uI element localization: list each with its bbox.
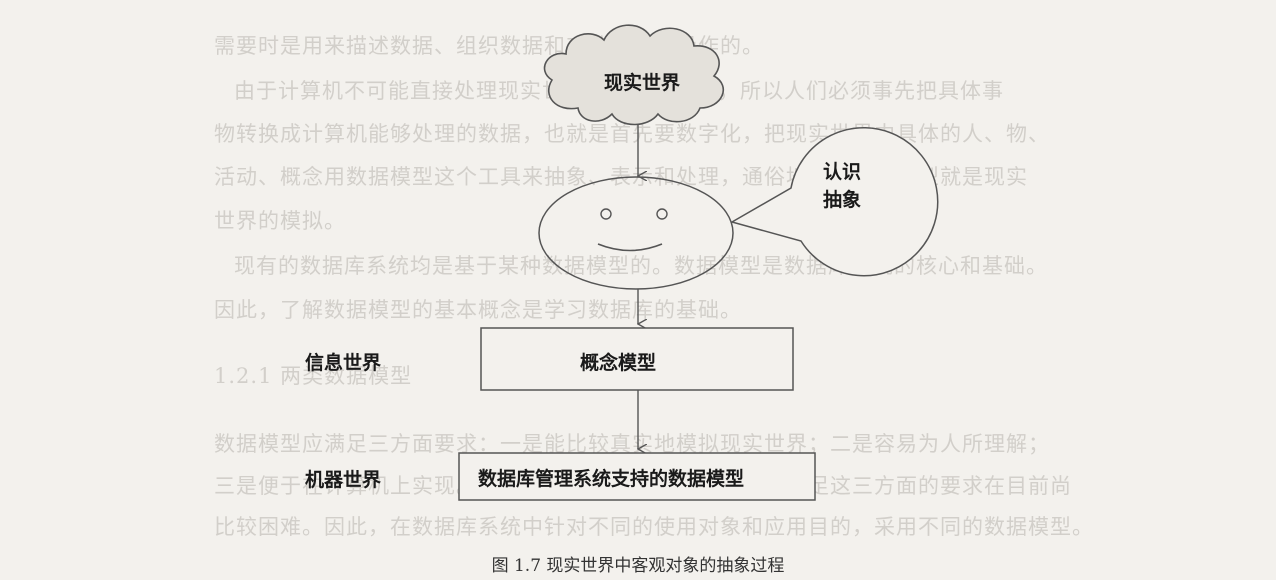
dbms-model-label: 数据库管理系统支持的数据模型 [478, 468, 745, 490]
section-heading: 1.2.1 两类数据模型 [214, 364, 413, 388]
face-mouth [597, 243, 663, 252]
body-text-line: 物转换成计算机能够处理的数据，也就是首先要数字化，把现实世界中具体的人、物、 [214, 122, 1050, 146]
bubble-label-line1: 认识 [823, 161, 862, 183]
dbms-model-box [458, 452, 816, 501]
concept-model-box [480, 327, 794, 391]
bubble-label-line2: 抽象 [823, 189, 862, 211]
machine-world-label: 机器世界 [305, 469, 382, 491]
cloud-label: 现实世界 [604, 72, 681, 94]
face-shape [538, 176, 734, 290]
body-text-line: 比较困难。因此，在数据库系统中针对不同的使用对象和应用目的，采用不同的数据模型。 [214, 515, 1094, 539]
info-world-label: 信息世界 [305, 352, 382, 374]
body-text-line: 世界的模拟。 [214, 209, 346, 233]
face-right-eye [656, 208, 668, 220]
speech-bubble-shape [730, 127, 939, 277]
concept-model-label: 概念模型 [580, 352, 657, 374]
face-left-eye [600, 208, 612, 220]
figure-caption: 图 1.7 现实世界中客观对象的抽象过程 [491, 556, 785, 576]
body-text-line: 因此，了解数据模型的基本概念是学习数据库的基础。 [214, 298, 742, 322]
body-text-line: 数据模型应满足三方面要求：一是能比较真实地模拟现实世界；二是容易为人所理解； [214, 432, 1050, 456]
cloud-shape [543, 24, 725, 126]
